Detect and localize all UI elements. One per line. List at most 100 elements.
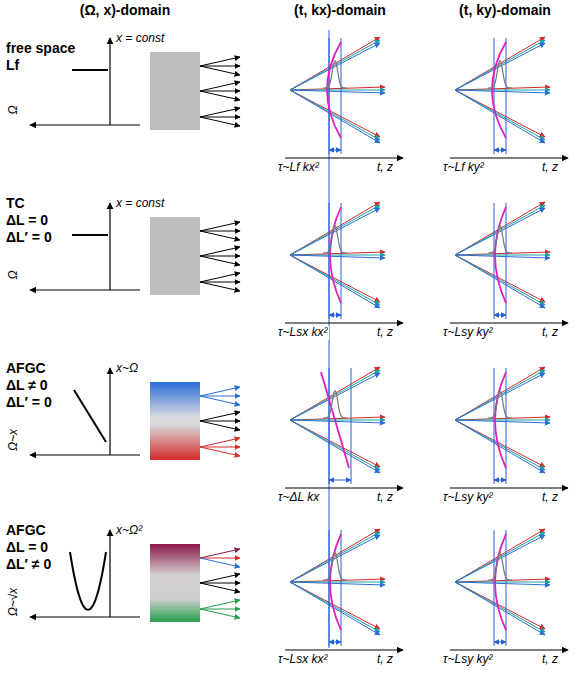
- output-ray: [200, 447, 240, 448]
- row-label: ΔL′ ≠ 0: [6, 556, 51, 572]
- output-ray: [200, 600, 240, 609]
- output-ray: [200, 583, 240, 584]
- output-ray: [200, 231, 240, 232]
- pulse-front: [330, 207, 341, 303]
- linear-chirp-line: [74, 390, 106, 442]
- t-axis: [285, 157, 403, 158]
- ray: [290, 370, 380, 420]
- row-label: free space: [6, 40, 75, 56]
- spectrum-line: [72, 234, 108, 236]
- ray: [455, 90, 550, 93]
- output-ray: [200, 247, 240, 256]
- pulse-front: [492, 42, 506, 138]
- ray: [290, 579, 385, 582]
- pulse-shape: [323, 61, 347, 88]
- output-ray: [200, 117, 240, 118]
- column-header: (Ω, x)-domain: [80, 2, 171, 18]
- delay-arrow: [329, 642, 341, 643]
- grating-block: [150, 544, 200, 622]
- axis-label: t, z: [377, 326, 393, 340]
- output-ray: [200, 256, 240, 265]
- output-ray: [200, 82, 240, 91]
- omega-axis: [30, 616, 140, 617]
- row-label: AFGC: [6, 360, 46, 376]
- delay-arrow: [329, 480, 351, 481]
- ray: [455, 417, 550, 420]
- ray: [455, 43, 545, 90]
- ray: [290, 532, 380, 582]
- time-marker: [351, 368, 352, 484]
- t-axis: [450, 487, 568, 488]
- pulse-front: [327, 42, 341, 138]
- axis-label: x = const: [116, 32, 164, 46]
- time-marker: [494, 38, 495, 154]
- grating-block: [150, 382, 200, 460]
- row-label: ΔL = 0: [6, 212, 48, 228]
- axis-label: Ω~x: [7, 429, 21, 451]
- row-label: ΔL′ = 0: [6, 229, 52, 245]
- ray: [455, 255, 545, 308]
- ray: [290, 582, 385, 585]
- pulse-front: [495, 207, 506, 303]
- pulse-front: [495, 372, 506, 468]
- ray: [290, 420, 380, 473]
- delay-arrow: [494, 150, 506, 151]
- t-axis: [450, 157, 568, 158]
- row-label: Lf: [6, 57, 19, 73]
- ray: [290, 208, 380, 255]
- pulse-shape: [488, 391, 512, 418]
- output-ray: [200, 558, 240, 559]
- pulse-front: [495, 534, 506, 630]
- t-axis: [285, 487, 403, 488]
- delay-formula: τ~ΔL kx: [277, 491, 320, 505]
- axis-label: t, z: [542, 161, 558, 175]
- ray: [290, 87, 385, 90]
- grating-block: [150, 217, 200, 295]
- output-ray: [200, 91, 240, 100]
- time-marker: [329, 368, 330, 484]
- pulse-shape: [323, 226, 347, 253]
- ray: [455, 579, 550, 582]
- delay-formula: τ~Lsx kx²: [277, 653, 329, 667]
- pulse-front: [321, 372, 349, 468]
- output-ray: [200, 412, 240, 421]
- output-ray: [200, 222, 240, 231]
- reference-line: [329, 30, 330, 648]
- row-label: ΔL′ = 0: [6, 394, 52, 410]
- omega-axis: [30, 124, 140, 125]
- ray: [455, 367, 545, 420]
- ray: [455, 373, 545, 420]
- ray: [290, 373, 380, 420]
- delay-arrow: [494, 642, 506, 643]
- ray: [290, 90, 385, 93]
- delay-formula: τ~Lsy ky²: [442, 653, 494, 667]
- output-ray: [200, 558, 240, 567]
- axis-label: Ω: [7, 270, 21, 279]
- ray: [455, 252, 550, 255]
- omega-axis: [30, 289, 140, 290]
- ray: [455, 205, 545, 255]
- ray: [290, 202, 380, 255]
- axis-label: x~Ω: [116, 362, 138, 376]
- ray: [290, 367, 380, 420]
- pulse-shape: [323, 553, 347, 580]
- output-ray: [200, 108, 240, 117]
- ray: [290, 205, 380, 255]
- output-ray: [200, 282, 240, 283]
- ray: [290, 252, 385, 255]
- axis-label: t, z: [542, 653, 558, 667]
- x-axis: [109, 368, 110, 455]
- ray: [290, 529, 380, 582]
- axis-label: Ω: [7, 105, 21, 114]
- output-ray: [200, 66, 240, 75]
- time-marker: [329, 38, 330, 154]
- output-ray: [200, 609, 240, 618]
- ray: [455, 529, 545, 582]
- pulse-shape: [488, 553, 512, 580]
- ray: [455, 582, 545, 635]
- ray: [455, 255, 550, 258]
- ray: [455, 40, 545, 90]
- ray: [455, 420, 545, 473]
- omega-axis: [30, 454, 140, 455]
